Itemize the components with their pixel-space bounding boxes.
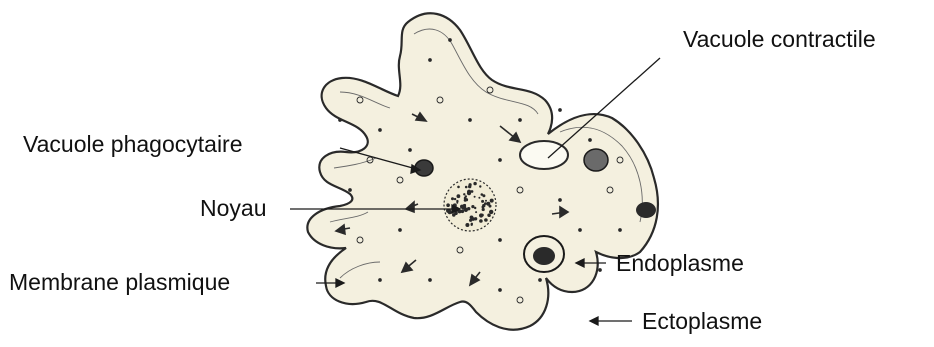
cytoplasm-granule [379, 129, 382, 132]
chromatin-granule [448, 211, 452, 215]
chromatin-granule [482, 204, 485, 207]
label-vacuole-contractile: Vacuole contractile [683, 28, 876, 51]
food-vacuole-4 [636, 202, 656, 218]
chromatin-granule [470, 216, 474, 220]
cytoplasm-granule [539, 279, 542, 282]
cytoplasm-granule [559, 199, 562, 202]
chromatin-granule [481, 200, 484, 203]
label-membrane-plasmique: Membrane plasmique [9, 271, 230, 294]
cytoplasm-granule [599, 269, 602, 272]
chromatin-granule [463, 193, 465, 195]
cytoplasm-granule [499, 159, 502, 162]
chromatin-granule [465, 186, 468, 189]
cytoplasm-granule [519, 119, 522, 122]
chromatin-granule [473, 182, 476, 185]
chromatin-granule [446, 203, 450, 207]
cytoplasm-granule [559, 109, 562, 112]
chromatin-granule [474, 196, 476, 198]
cell-membrane-outline [307, 13, 658, 329]
cytoplasm-granule [449, 39, 452, 42]
contractile-vacuole [520, 141, 568, 169]
chromatin-granule [490, 199, 494, 203]
cytoplasm-granule [379, 279, 382, 282]
cytoplasm-granule [399, 229, 402, 232]
chromatin-granule [478, 197, 480, 199]
chromatin-granule [482, 208, 485, 211]
chromatin-granule [481, 214, 484, 217]
chromatin-granule [465, 223, 469, 227]
chromatin-granule [467, 207, 470, 210]
label-endoplasme: Endoplasme [616, 252, 744, 275]
chromatin-granule [471, 205, 474, 208]
cytoplasm-granule [589, 139, 592, 142]
label-vacuole-phagocytaire: Vacuole phagocytaire [23, 133, 243, 156]
cytoplasm-granule [579, 229, 582, 232]
chromatin-granule [469, 183, 472, 186]
chromatin-granule [475, 211, 477, 213]
chromatin-granule [485, 200, 487, 202]
cytoplasm-granule [469, 119, 472, 122]
cytoplasm-granule [499, 239, 502, 242]
cytoplasm-granule [409, 149, 412, 152]
chromatin-granule [457, 186, 460, 189]
cytoplasm-granule [499, 289, 502, 292]
food-vacuole-3-core [533, 247, 555, 265]
chromatin-granule [461, 210, 465, 214]
chromatin-granule [451, 197, 454, 200]
chromatin-granule [484, 218, 488, 222]
chromatin-granule [462, 205, 466, 209]
chromatin-granule [457, 194, 461, 198]
chromatin-granule [464, 199, 467, 202]
chromatin-granule [482, 194, 485, 197]
chromatin-granule [479, 219, 483, 223]
chromatin-granule [467, 190, 471, 194]
chromatin-granule [474, 207, 476, 209]
chromatin-granule [471, 224, 473, 226]
label-ectoplasme: Ectoplasme [642, 310, 762, 333]
cytoplasm-granule [349, 189, 352, 192]
chromatin-granule [488, 214, 491, 217]
cytoplasm-granule [619, 229, 622, 232]
cytoplasm-granule [429, 279, 432, 282]
cytoplasm-granule [339, 119, 342, 122]
chromatin-granule [479, 185, 481, 187]
cytoplasm-granule [429, 59, 432, 62]
chromatin-granule [454, 198, 456, 200]
chromatin-granule [489, 210, 493, 214]
food-vacuole-2 [584, 149, 608, 171]
chromatin-granule [465, 195, 467, 197]
chromatin-granule [456, 202, 458, 204]
label-noyau: Noyau [200, 197, 266, 220]
chromatin-granule [487, 203, 489, 205]
